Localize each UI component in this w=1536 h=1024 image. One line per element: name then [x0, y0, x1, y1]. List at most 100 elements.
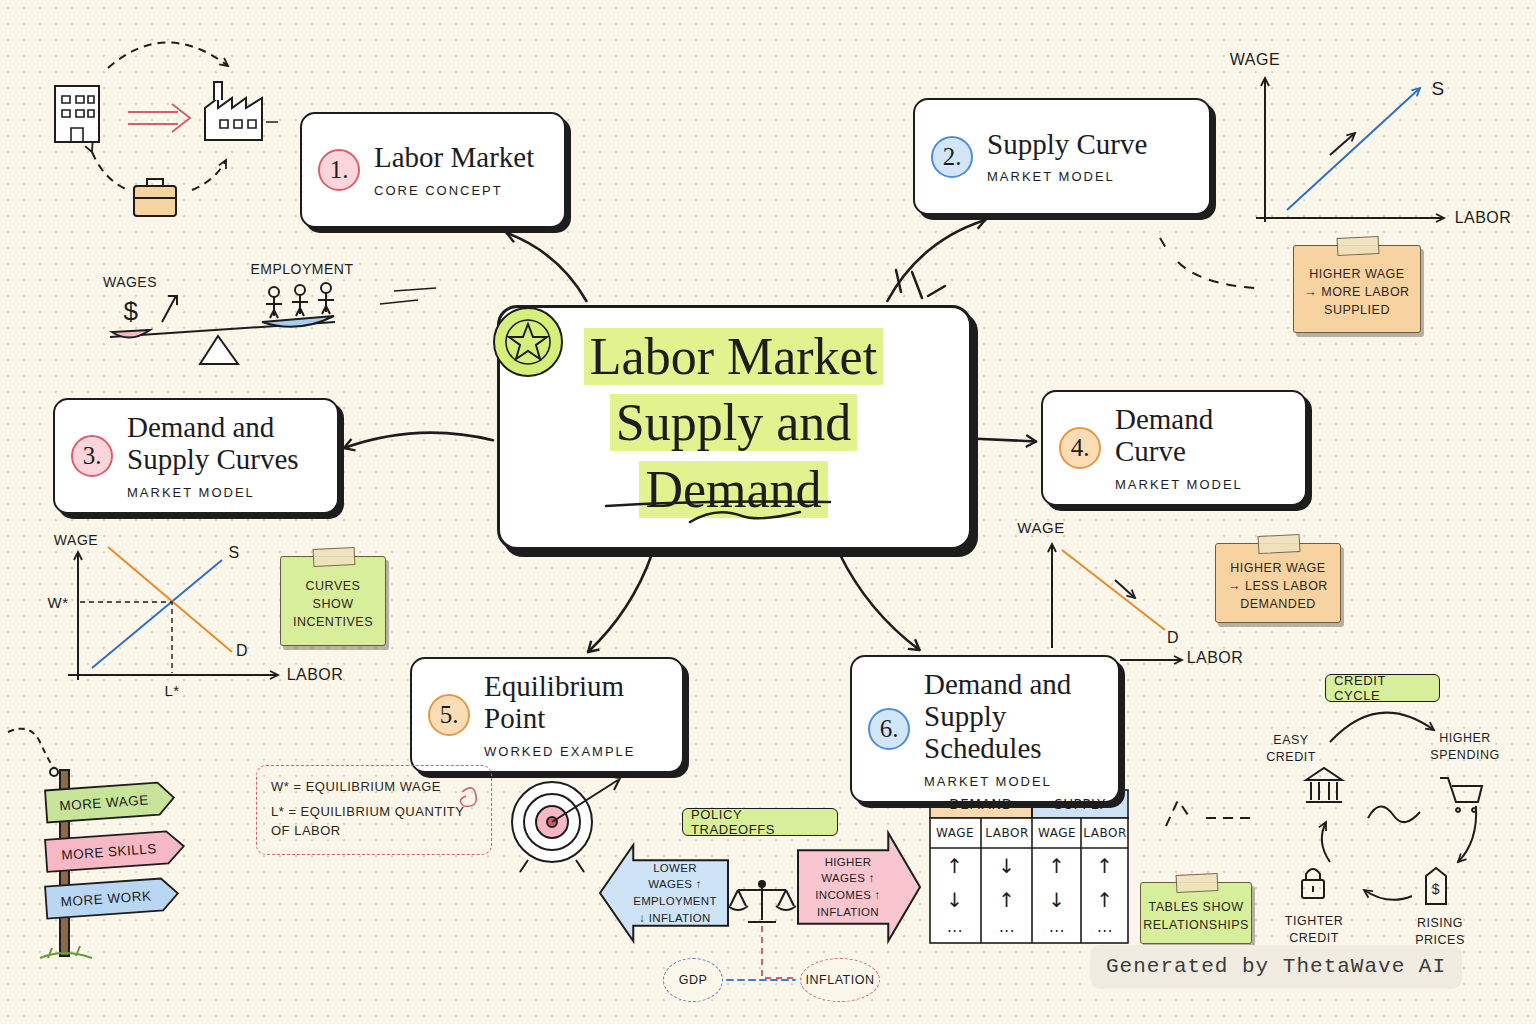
credit-cycle-part: [1440, 778, 1482, 812]
node-text: L* = EQUILIBRIUM QUANTITY OF LABOR: [271, 803, 477, 841]
note-swirl: [460, 788, 476, 806]
text-group: HIGHER WAGE → MORE LABOR SUPPLIED: [1302, 265, 1412, 319]
connector-arrow: [507, 233, 587, 301]
signpost-part: [8, 729, 54, 768]
seesaw-icon-part: [269, 287, 279, 297]
star-badge-part: [494, 308, 562, 376]
note-swirl-part: [460, 788, 476, 806]
star-badge-part: [509, 324, 547, 359]
table-cell: ↑: [1096, 887, 1113, 914]
callout-number: 4.: [1071, 434, 1090, 462]
text-group: 6.: [880, 715, 899, 743]
table-cell: ↑: [998, 887, 1015, 914]
supply-chart-part: [1330, 133, 1355, 155]
org-cycle-icon-part: [108, 42, 228, 68]
org-cycle-icon-part: [62, 96, 94, 142]
watermark: Generated by ThetaWave AI: [1090, 945, 1462, 989]
node-text: Supply Curve: [987, 129, 1147, 161]
curve-label: S: [1431, 76, 1444, 102]
table-cell: ...: [999, 917, 1015, 937]
node-text: Demand and Supply Curves: [127, 412, 319, 476]
table-header: SUPPLY: [1054, 795, 1106, 813]
subtitle: MARKET MODEL: [127, 485, 319, 500]
table-cell: ...: [1049, 917, 1065, 937]
central-topic-box: Labor Market Supply and Demand: [497, 305, 972, 550]
seesaw-icon-part: [321, 283, 331, 293]
text-group: TABLES SHOW RELATIONSHIPS: [1143, 898, 1249, 934]
axis-label: LABOR: [287, 664, 344, 686]
subtitle: CORE CONCEPT: [374, 183, 534, 198]
cycle-label: RISING PRICES: [1409, 915, 1471, 949]
node-text: Labor Market: [374, 142, 534, 174]
tag-label: CREDIT CYCLE: [1325, 674, 1440, 702]
org-cycle-icon: [55, 42, 278, 216]
credit-cycle-part: [1364, 890, 1412, 900]
connector-arrow: [588, 554, 652, 652]
connector-arrow: [344, 433, 493, 448]
text-group: LOWER WAGES ↑ EMPLOYMENT ↓ INFLATION: [630, 860, 720, 927]
node-text: HIGHER WAGE → LESS LABOR DEMANDED: [1224, 559, 1332, 613]
connector-arrow: [727, 979, 795, 981]
curve-label: S: [228, 542, 239, 564]
org-cycle-icon-part: [128, 104, 190, 132]
credit-cycle-part: [1306, 768, 1342, 802]
node-text: POLICY TRADEOFFS: [691, 807, 829, 837]
supply-chart-part: [1160, 238, 1255, 288]
subtitle: MARKET MODEL: [1115, 477, 1287, 492]
equilibrium-chart-part: [108, 547, 232, 652]
callout-number: 5.: [440, 701, 459, 729]
node-text: Demand and Supply Schedules: [924, 669, 1100, 765]
node-text: GDP: [679, 973, 708, 987]
seesaw-icon-part: [162, 296, 177, 322]
connector-arrow: [887, 220, 985, 301]
topic-box: 5. Equilibrium PointWORKED EXAMPLE: [410, 657, 684, 773]
icon-label: EMPLOYMENT: [250, 260, 353, 279]
axis-label: LABOR: [1187, 647, 1244, 669]
sticky-note: TABLES SHOW RELATIONSHIPS: [1140, 882, 1252, 944]
node-text: INFLATION: [806, 973, 875, 987]
org-cycle-icon-part: [55, 86, 99, 142]
currency-symbol: $: [124, 294, 139, 329]
table-cell: LABOR: [985, 825, 1028, 841]
tradeoff-arrow: HIGHER WAGES ↑ INCOMES ↑ INFLATION: [798, 833, 920, 941]
shape-outline: [45, 877, 179, 918]
credit-cycle-part: [1368, 806, 1420, 822]
topic-box: 2.Supply CurveMARKET MODEL: [913, 98, 1211, 215]
topic-box: 1.Labor MarketCORE CONCEPT: [300, 112, 566, 228]
text-group: W* = EQUILIBRIUM WAGEL* = EQUILIBRIUM QU…: [271, 778, 477, 842]
schedule-table: [930, 790, 1128, 943]
target-icon-part: [520, 776, 620, 872]
text-group: Supply CurveMARKET MODEL: [987, 129, 1147, 185]
node-text: HIGHER WAGE → MORE LABOR SUPPLIED: [1302, 265, 1412, 319]
tag-label: POLICY TRADEOFFS: [682, 808, 838, 836]
table-cell: ...: [947, 917, 963, 937]
text-group: Labor MarketCORE CONCEPT: [374, 142, 534, 198]
org-cycle-icon-part: [134, 186, 176, 216]
table-cell: ↑: [946, 853, 963, 880]
axis-label: WAGE: [1017, 518, 1064, 538]
table-cell: WAGE: [936, 825, 974, 841]
table-cell: ↓: [1048, 887, 1065, 914]
sticky-note: CURVES SHOW INCENTIVES: [280, 556, 386, 646]
table-header: DEMAND: [949, 795, 1012, 813]
text-group: INFLATION: [806, 973, 875, 987]
node-text: Labor Market Supply and Demand: [516, 324, 951, 524]
credit-cycle-part: [1426, 868, 1446, 904]
currency-symbol: $: [1432, 880, 1440, 899]
connector-arrow: [976, 439, 1036, 442]
seesaw-icon-part: [266, 297, 282, 318]
table-cell: ↑: [1096, 853, 1113, 880]
org-cycle-icon-part: [205, 98, 262, 140]
text-group: Equilibrium PointWORKED EXAMPLE: [484, 671, 664, 759]
equilibrium-chart-part: [77, 552, 79, 680]
text-group: Demand CurveMARKET MODEL: [1115, 404, 1287, 492]
equilibrium-chart-part: [92, 560, 222, 668]
axis-label: L*: [164, 681, 179, 701]
credit-cycle-part: [1306, 869, 1320, 892]
shape-outline: [45, 830, 185, 872]
table-cell: ...: [1097, 917, 1113, 937]
shape-outline: [45, 782, 175, 823]
demand-chart-part: [1051, 544, 1053, 648]
text-group: GDP: [679, 973, 708, 987]
seesaw-icon: [110, 283, 436, 364]
